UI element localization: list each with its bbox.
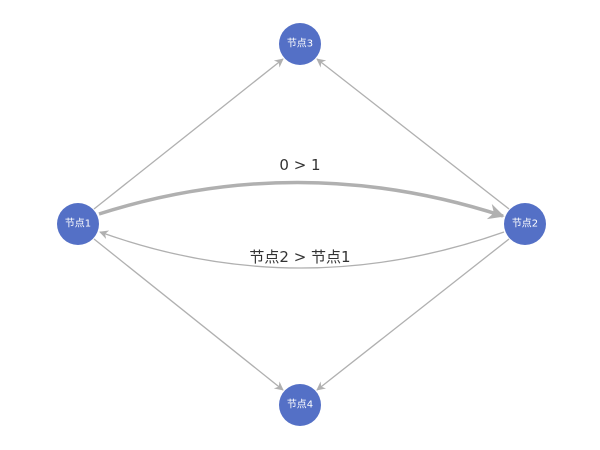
edge-2-1[interactable] [99,230,505,269]
edge-1-4[interactable] [93,238,284,391]
node-3[interactable]: 节点3 [279,23,321,65]
edge-1-2[interactable] [98,180,505,220]
edge-label-1-2: 0 > 1 [279,156,320,174]
node-4[interactable]: 节点4 [279,384,321,426]
node-label: 节点1 [65,218,91,230]
node-1[interactable]: 节点1 [57,203,99,245]
edge-1-3[interactable] [93,58,284,210]
edge-2-4[interactable] [316,238,510,391]
node-2[interactable]: 节点2 [504,203,546,245]
node-label: 节点2 [512,218,538,230]
edge-label-2-1: 节点2 > 节点1 [249,248,350,266]
edge-2-3[interactable] [316,58,510,210]
node-label: 节点3 [287,38,313,50]
node-label: 节点4 [287,399,313,411]
